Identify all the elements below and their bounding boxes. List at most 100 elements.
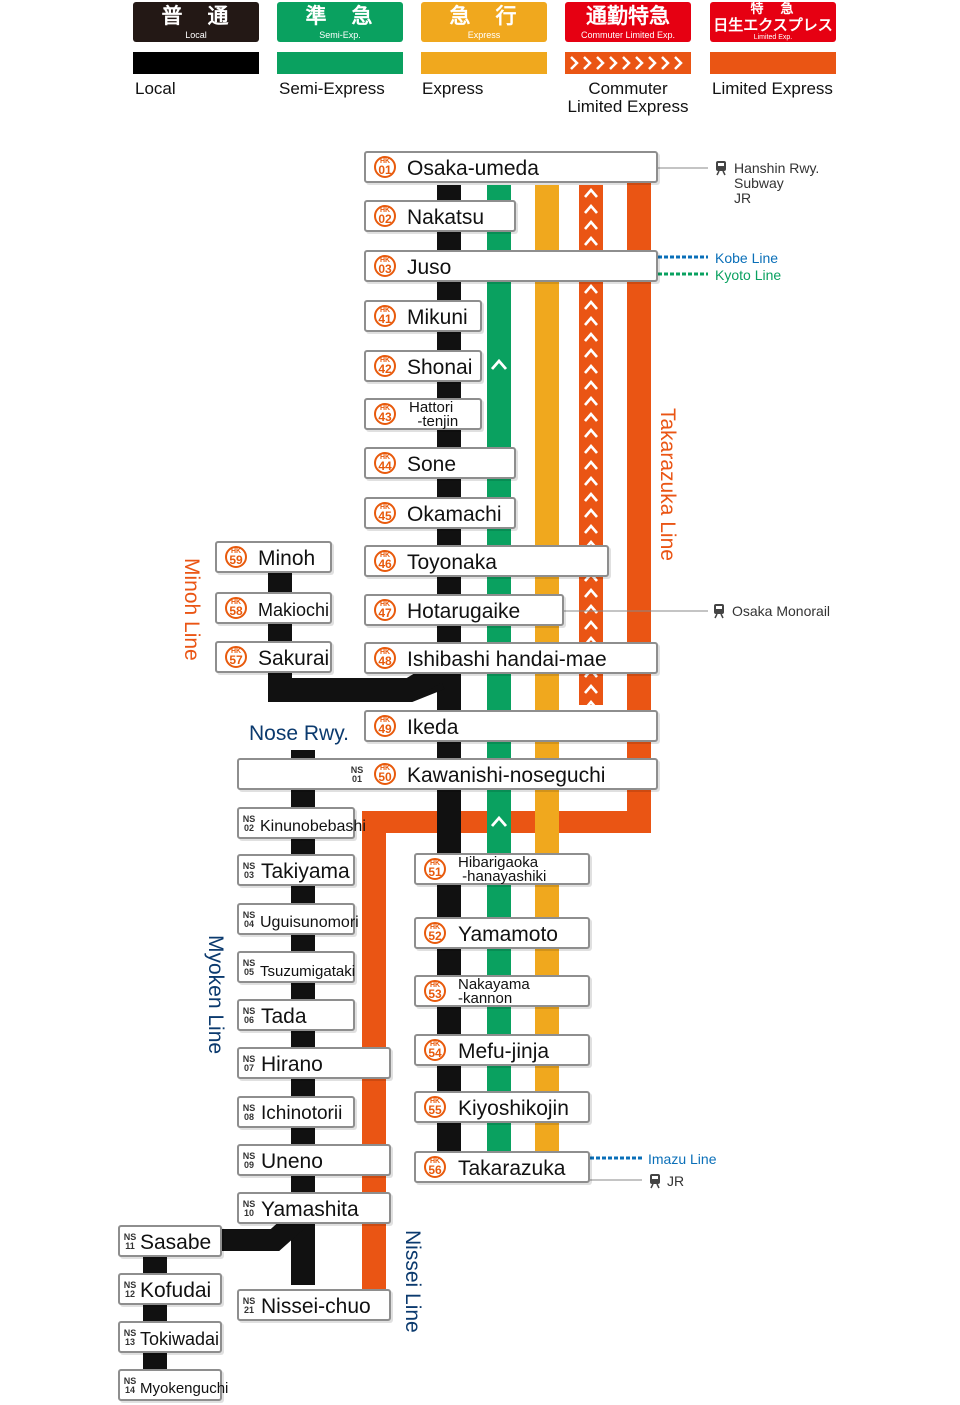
- legend-limited-badge: 特 急 日生エクスプレス Limited Exp.: [710, 2, 836, 42]
- legend-semiexp-badge: 準 急 Semi-Exp.: [277, 2, 403, 42]
- station-name: Tada: [261, 1005, 307, 1028]
- station-name: Uneno: [261, 1150, 323, 1173]
- station-name: Hotarugaike: [407, 600, 521, 623]
- legend-limited-bar: [710, 52, 836, 74]
- connection-jr: JR: [734, 190, 752, 206]
- connection-leaders: [560, 167, 708, 1181]
- connection-kobe-line: Kobe Line: [715, 250, 779, 266]
- legend-express-bar: [421, 52, 547, 74]
- station-name: Toyonaka: [407, 551, 497, 574]
- station-name: Juso: [407, 256, 452, 279]
- legend-local-badge: 普 通 Local: [133, 2, 259, 42]
- legend-express-label: Express: [422, 79, 484, 98]
- legend-limited-label: Limited Express: [712, 79, 833, 98]
- legend-commuter-badge: 通勤特急 Commuter Limited Exp.: [565, 2, 691, 42]
- minoh-line-label: Minoh Line: [180, 558, 203, 661]
- train-icon: [714, 604, 724, 619]
- station-name: Minoh: [258, 547, 316, 570]
- station-name: Tsuzumigataki: [260, 963, 356, 980]
- station-name: Ishibashi handai-mae: [407, 648, 607, 671]
- myoken-line-label: Myoken Line: [204, 935, 227, 1055]
- connection-osaka-monorail: Osaka Monorail: [732, 603, 831, 619]
- station-name: Nakatsu: [407, 206, 485, 229]
- legend-commuter-label: Commuter Limited Express: [567, 79, 689, 116]
- legend-local-label: Local: [135, 79, 176, 98]
- station-name: Sasabe: [140, 1231, 212, 1254]
- legend-express-badge: 急 行 Express: [421, 2, 547, 42]
- station-name: Mikuni: [407, 306, 468, 329]
- legend-local-bar: [133, 52, 259, 74]
- station-name: Hattori -tenjin: [409, 399, 459, 430]
- station-name: Nissei-chuo: [261, 1295, 371, 1318]
- connection-hanshin: Hanshin Rwy.: [734, 160, 820, 176]
- station-name: Hirano: [261, 1053, 323, 1076]
- minoh-local-track: [268, 560, 448, 702]
- station-name: Ikeda: [407, 716, 459, 739]
- station-name: Osaka-umeda: [407, 157, 539, 180]
- station-name: Hibarigaoka -hanayashiki: [458, 854, 547, 885]
- station-name: Kofudai: [140, 1279, 212, 1302]
- station-name: Uguisunomori: [260, 914, 359, 931]
- station-name: Ichinotorii: [261, 1103, 343, 1124]
- station-name: Makiochi: [258, 600, 330, 620]
